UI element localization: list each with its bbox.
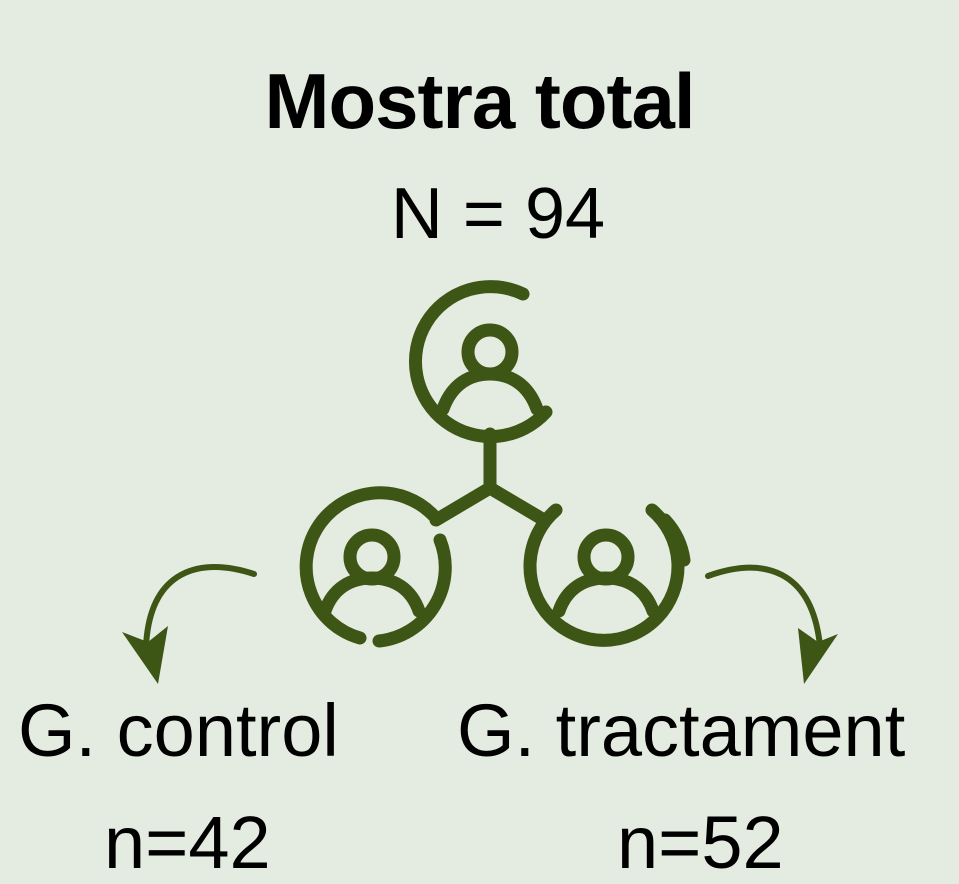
control-group-size: n=42: [104, 801, 271, 884]
curved-arrow-icon-right: [705, 564, 838, 684]
control-group-label: G. control: [18, 689, 339, 772]
treatment-group-label: G. tractament: [457, 689, 906, 772]
total-sample-size: N = 94: [390, 174, 606, 254]
treatment-group-size: n=52: [617, 801, 784, 884]
person-circle-icon-left: [299, 486, 452, 648]
connector-right: [483, 481, 551, 527]
person-circle-icon-right: [523, 503, 691, 647]
diagram-title: Mostra total: [264, 57, 695, 145]
person-circle-icon-top: [408, 280, 553, 444]
curved-arrow-icon-left: [122, 564, 257, 684]
connector-left: [429, 481, 497, 527]
